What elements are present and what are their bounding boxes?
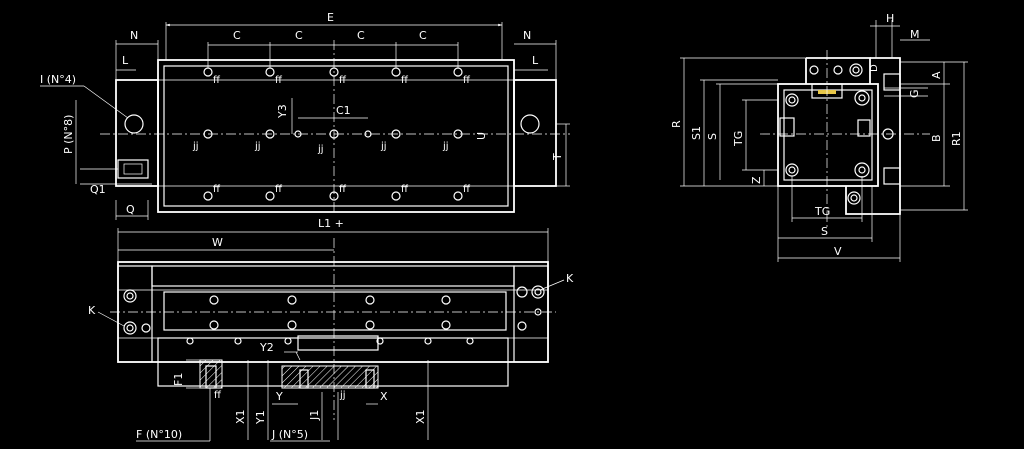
- ff-label: ff: [401, 184, 409, 195]
- dim-V: V: [834, 245, 842, 258]
- jj-label: jj: [254, 141, 261, 152]
- dim-S-left: S: [706, 133, 719, 140]
- dim-L-left: L: [122, 54, 129, 67]
- right-mount-hole-icon: [520, 114, 540, 134]
- callout-F: F (N°10): [136, 428, 182, 441]
- dim-J1: J1: [308, 410, 321, 421]
- top-right-endblock: [513, 79, 557, 187]
- ff-label: ff: [275, 75, 283, 86]
- dim-C-2: C: [295, 29, 303, 42]
- dim-C1: C1: [336, 104, 351, 117]
- dim-Y1: Y1: [254, 410, 267, 425]
- left-mount-hole-icon: [124, 114, 144, 134]
- dim-C-1: C: [233, 29, 241, 42]
- dim-X1-left: X1: [234, 409, 247, 424]
- ff-label: ff: [213, 75, 221, 86]
- side-body-outline: [777, 83, 879, 187]
- callout-K-left: K: [88, 304, 96, 317]
- front-carriage-holes: [186, 295, 474, 345]
- ff-holes-bottom: [203, 191, 463, 201]
- dim-B: B: [930, 134, 943, 142]
- jj-label: jj: [380, 141, 387, 152]
- dim-E: E: [327, 11, 334, 24]
- ff-holes-top: [203, 67, 463, 77]
- dim-T: T: [551, 153, 564, 161]
- dim-Y3: Y3: [276, 104, 289, 119]
- top-view: E C C C C N L N L I (N°4) P (N°8) Q1: [40, 11, 570, 220]
- ff-label: ff: [463, 184, 471, 195]
- dim-S-bottom: S: [821, 225, 828, 238]
- jj-label: jj: [317, 144, 324, 155]
- dim-L-right: L: [532, 54, 539, 67]
- ff-label: ff: [339, 75, 347, 86]
- dim-Y2: Y2: [259, 341, 274, 354]
- dim-R1: R1: [950, 131, 963, 146]
- dim-F1: F1: [172, 373, 185, 386]
- callout-K-right: K: [566, 272, 574, 285]
- dim-C-3: C: [357, 29, 365, 42]
- callout-J: J (N°5): [271, 428, 308, 441]
- jj-holes-mid: [203, 129, 463, 139]
- front-view: L1 + W K K Y2 F1 ff X1 Y1 Y J1 jj X X1: [88, 217, 574, 442]
- left-port-fitting: [117, 159, 149, 179]
- dim-H: H: [886, 12, 894, 25]
- dim-W: W: [212, 236, 223, 249]
- dim-G: G: [908, 89, 921, 98]
- dim-C-4: C: [419, 29, 427, 42]
- jj-label-front: jj: [339, 390, 346, 401]
- dim-L1: L1 +: [318, 217, 344, 230]
- dim-Q: Q: [126, 203, 135, 216]
- dim-X: X: [380, 390, 388, 403]
- dim-Z: Z: [750, 176, 763, 184]
- ff-label: ff: [339, 184, 347, 195]
- top-left-endblock: [115, 79, 159, 187]
- dim-TG-bottom: TG: [814, 205, 830, 218]
- dim-N-right: N: [523, 29, 531, 42]
- jj-label: jj: [442, 141, 449, 152]
- ff-label: ff: [401, 75, 409, 86]
- ff-label: ff: [275, 184, 283, 195]
- dim-Q1: Q1: [90, 183, 106, 196]
- callout-P: P (N°8): [62, 115, 75, 154]
- dim-D: D: [869, 64, 880, 72]
- dim-R: R: [670, 120, 683, 128]
- dim-S1: S1: [690, 126, 703, 140]
- ff-label-front: ff: [214, 390, 222, 401]
- dim-Y: Y: [275, 390, 283, 403]
- ff-label: ff: [213, 184, 221, 195]
- dim-U: U: [475, 132, 488, 140]
- callout-I: I (N°4): [40, 73, 76, 86]
- ff-label: ff: [463, 75, 471, 86]
- dim-X1-right: X1: [414, 409, 427, 424]
- dim-A: A: [930, 71, 943, 79]
- dim-M: M: [910, 28, 920, 41]
- dim-TG-left: TG: [732, 131, 745, 147]
- side-view: H M D A G B R1 R S1 S TG Z: [670, 12, 968, 262]
- dim-N-left: N: [130, 29, 138, 42]
- jj-label: jj: [192, 141, 199, 152]
